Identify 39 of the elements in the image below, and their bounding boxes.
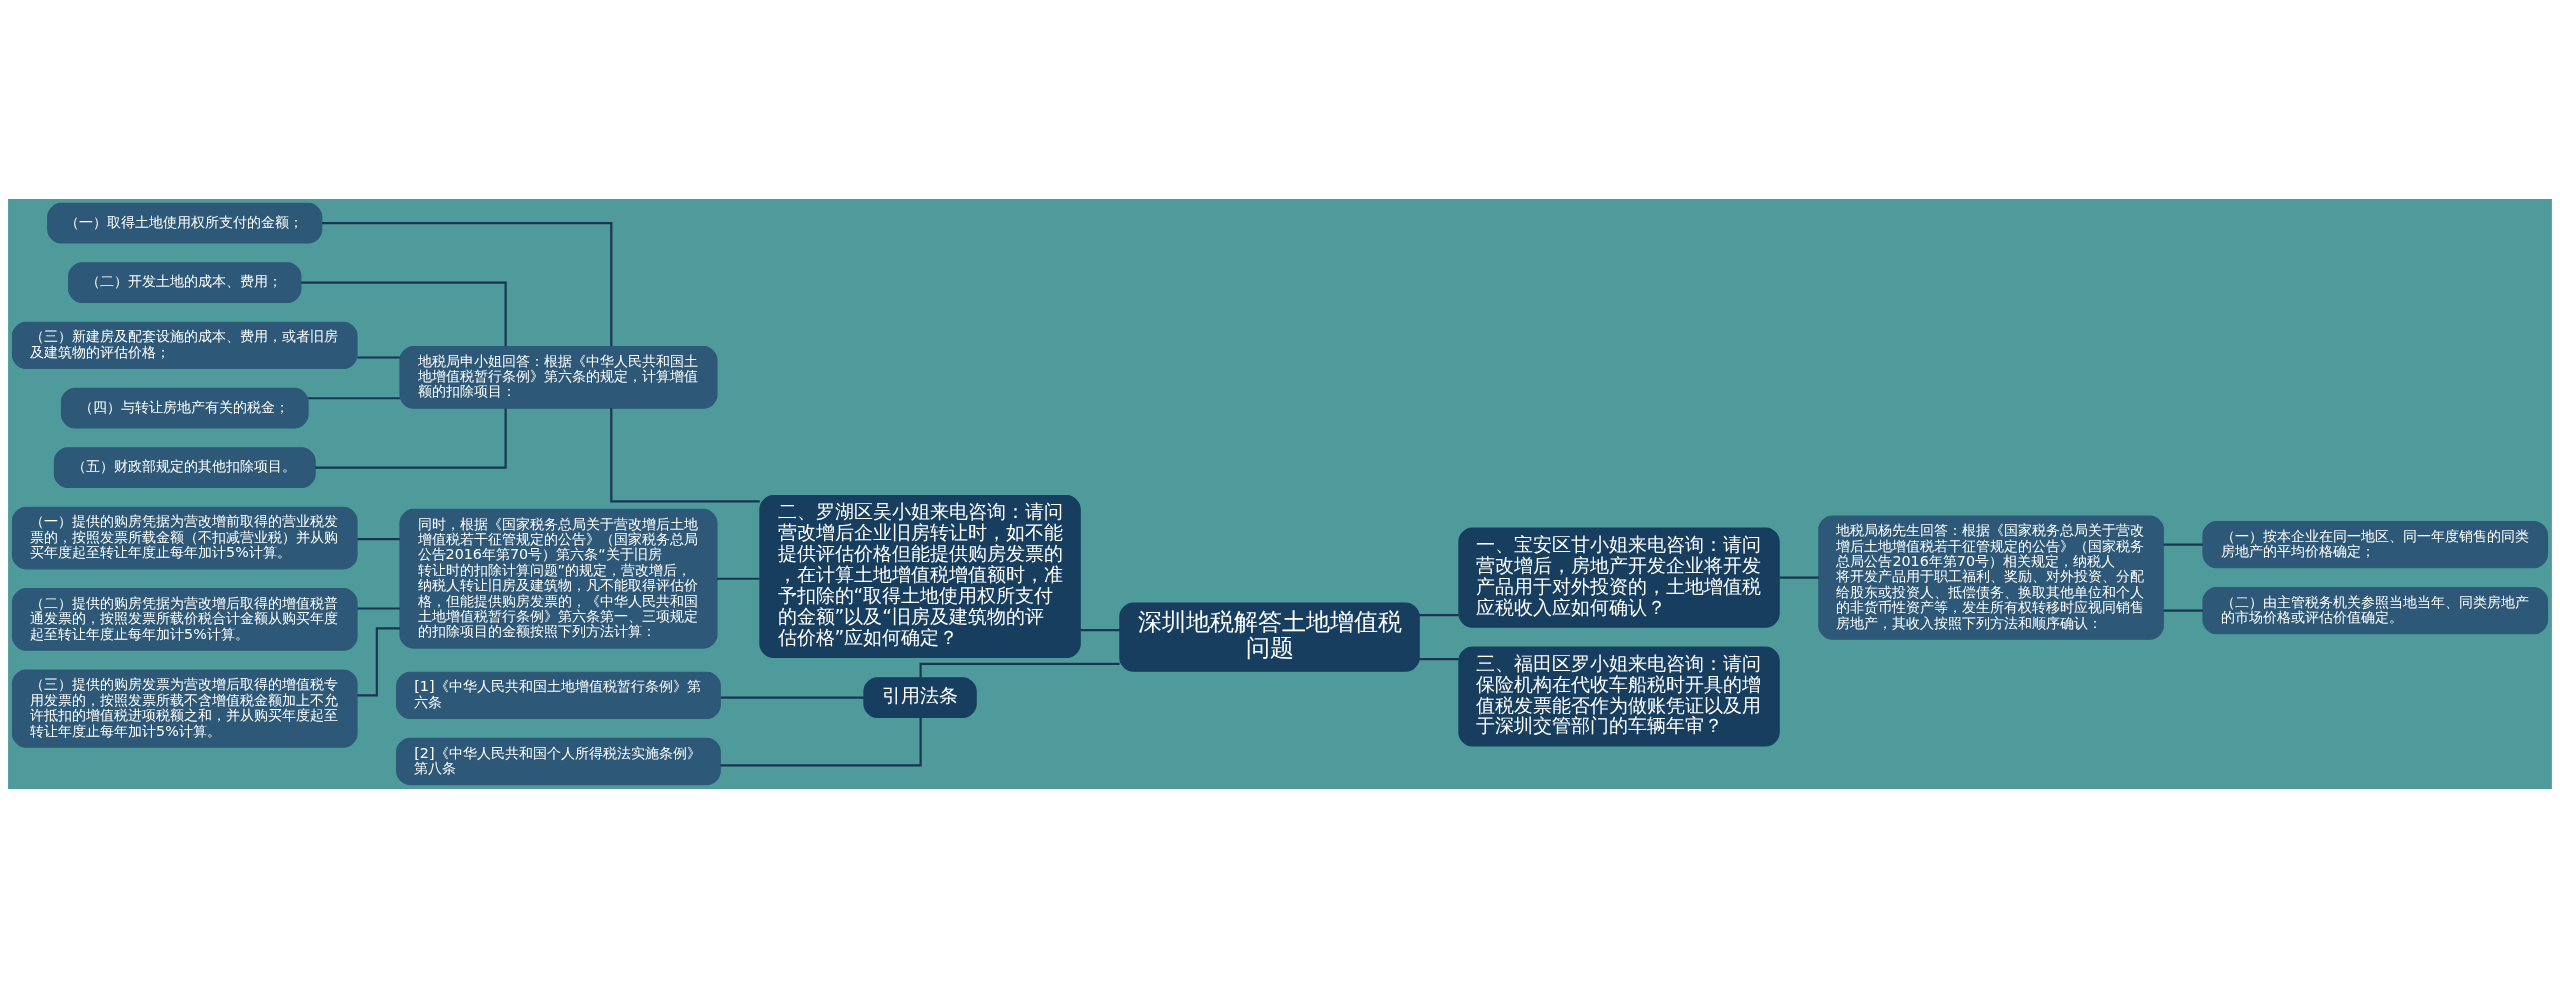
node-box: （二）提供的购房凭据为营改增后取得的增值税普通发票的，按照发票所载价税合计金额从购买年度起至转让年度止每年加计5%计算。 [11,588,358,651]
node-box: 地税局申小姐回答：根据《中华人民共和国土地增值税暂行条例》第六条的规定，计算增值额的扣除项目： [399,345,718,409]
connector [357,538,400,541]
node-box: （三）新建房及配套设施的成本、费用，或者旧房及建筑物的评估价格； [11,321,358,370]
connector [322,222,613,347]
node-box: 一、宝安区甘小姐来电咨询：请问营改增后，房地产开发企业将开发产品用于对外投资的，土地增值税应税收入应如何确认？ [1458,527,1780,628]
node-box: [2]《中华人民共和国个人所得税法实施条例》第八条 [396,737,721,786]
node-box: 三、福田区罗小姐来电咨询：请问保险机构在代收车船税时开具的增值税发票能否作为做账凭证以及用于深圳交管部门的车辆年审？ [1458,646,1780,747]
node-box: （一）按本企业在同一地区、同一年度销售的同类房地产的平均价格确定； [2202,520,2549,569]
connector [357,356,400,359]
connector [720,717,922,767]
node-box: [1]《中华人民共和国土地增值税暂行条例》第六条 [396,671,721,720]
node-box: 地税局杨先生回答：根据《国家税务总局关于营改增后土地增值税若干征管规定的公告》（国家税务总局公告2016年第70号）相关规定，纳税人将开发产品用于职工福利、奖励、对外投资、分配给股东或投资人、抵偿债务、换取其他单位和个人的非货币性资产等，发生所有权转移时应视同销售房地产，其收入按照下列方法和顺序确认： [1818,515,2164,640]
node-box: （一）提供的购房凭据为营改增前取得的营业税发票的，按照发票所载金额（不扣减营业税）并从购买年度起至转让年度止每年加计5%计算。 [11,506,358,570]
node-box: 深圳地税解答土地增值税问题 [1119,602,1420,672]
node-box: （四）与转让房地产有关的税金； [60,387,309,429]
connector [357,607,400,610]
node-box: （二）开发土地的成本、费用； [68,262,302,304]
node-box: （三）提供的购房发票为营改增后取得的增值税专用发票的，按照发票所载不含增值税金额加上不允许抵扣的增值税进项税额之和，并从购买年度起至转让年度止每年加计5%计算。 [11,669,358,748]
node-box: 二、罗湖区吴小姐来电咨询：请问营改增后企业旧房转让时，如不能提供评估价格但能提供购房发票的，在计算土地增值税增值额时，准予扣除的“取得土地使用权所支付的金额”以及“旧房及建筑物的评估价格”应如何确定？ [759,495,1081,658]
connector [1779,576,1819,579]
connector [717,577,760,580]
connector [2163,609,2203,612]
connector [1080,629,1120,632]
connector [720,696,864,699]
connector [610,408,760,503]
node-box: （五）财政部规定的其他扣除项目。 [53,447,316,488]
connector [2163,543,2203,546]
connector [357,627,400,697]
connector [1419,658,1459,661]
connector [315,408,507,469]
connector [1419,614,1459,617]
connector [308,397,400,400]
connector [919,662,1120,678]
node-box: 引用法条 [863,677,977,718]
node-box: 同时，根据《国家税务总局关于营改增后土地增值税若干征管规定的公告》（国家税务总局公告2016年第70号）第六条“关于旧房转让时的扣除计算问题”的规定，营改增后，纳税人转让旧房及建筑物，凡不能取得评估价格，但能提供购房发票的，《中华人民共和国土地增值税暂行条例》第六条第一、三项规定的扣除项目的金额按照下列方法计算： [399,508,718,649]
node-box: （一）取得土地使用权所支付的金额； [47,202,323,244]
node-box: （二）由主管税务机关参照当地当年、同类房地产的市场价格或评估价值确定。 [2202,587,2549,635]
connector [301,281,507,347]
